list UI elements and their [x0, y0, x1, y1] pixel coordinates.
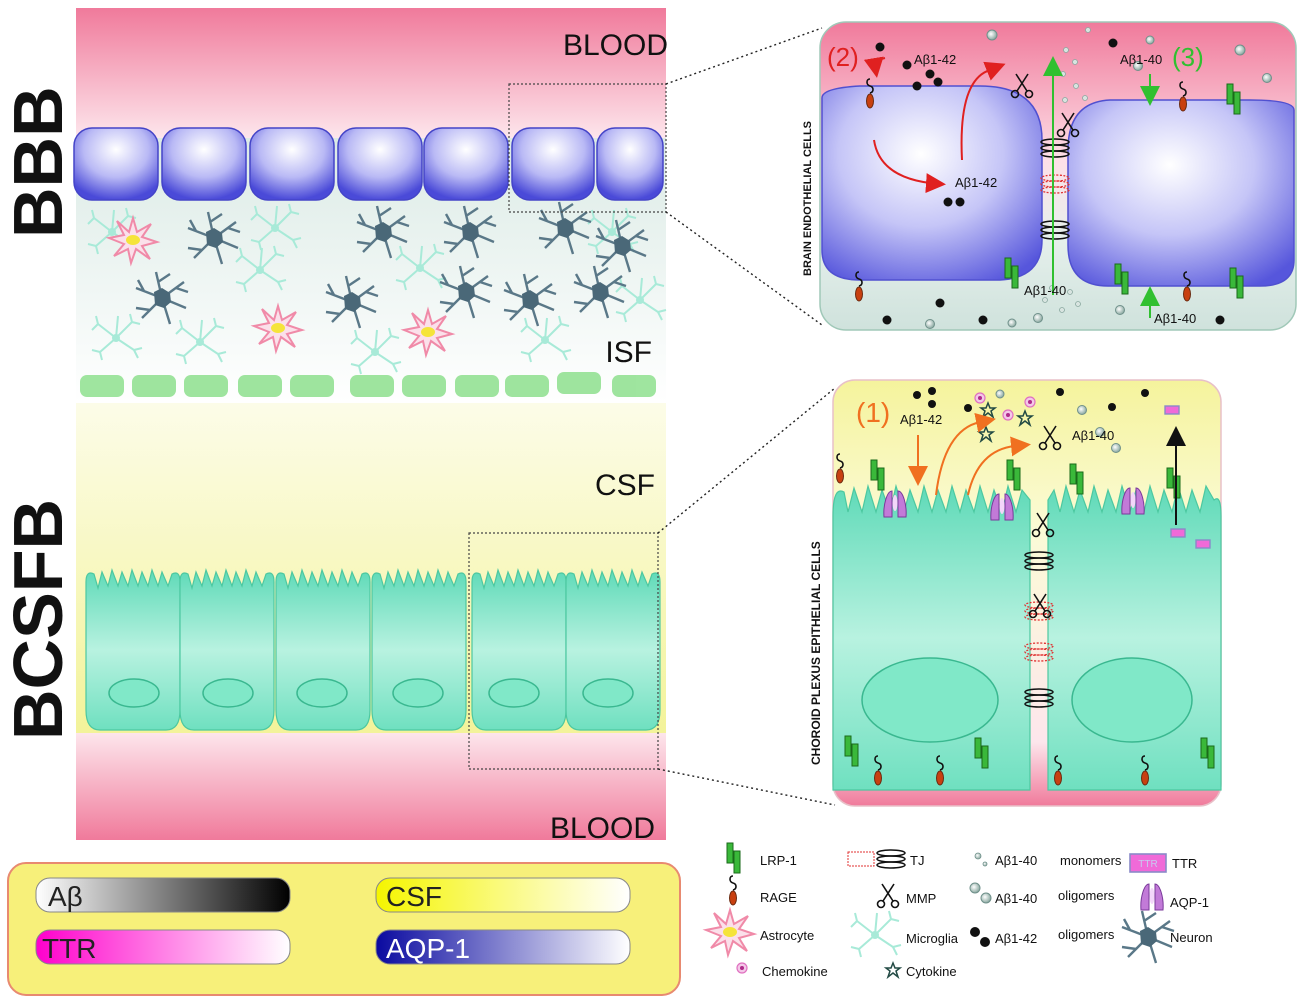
step-3-label: (3) — [1172, 42, 1204, 72]
symbol-legend: LRP-1 RAGE Astrocyte Chemokine TJ MMP Mi… — [705, 842, 1213, 979]
legend-tj-icon — [847, 849, 906, 869]
legend-aqp1-icon — [1140, 883, 1164, 911]
legend-ab40-oligo: Aβ1-40 — [995, 891, 1037, 906]
blood-region-top — [76, 8, 666, 138]
ab40-oligomers-bcsfb — [995, 389, 1121, 453]
ab40-monomers-bbb — [1042, 27, 1091, 313]
legend-ttr-bar — [35, 929, 291, 965]
legend-aqp1-bar — [375, 929, 631, 965]
epithelial-cell-row — [85, 567, 661, 731]
legend-aqp1: AQP-1 — [1170, 895, 1209, 910]
legend-ab42-oligo: Aβ1-42 — [995, 931, 1037, 946]
legend-mmp-icon — [876, 883, 900, 909]
zoom-box-bbb — [508, 83, 667, 213]
legend-neuron-icon — [1120, 909, 1176, 965]
legend-aqp1-text: AQP-1 — [386, 933, 470, 964]
epithelial-cell-left — [832, 483, 1031, 791]
legend-tj: TJ — [910, 853, 924, 868]
endothelial-cell-right — [1067, 99, 1295, 287]
ab42-oligomers-bbb — [875, 38, 1225, 325]
legend-ab-bar — [35, 877, 291, 913]
label-bbb: BBB — [0, 86, 77, 238]
svg-text:TTR: TTR — [1138, 859, 1157, 870]
legend-ab40-oligo-icon — [969, 882, 992, 904]
step-1-label: (1) — [856, 397, 890, 428]
bcsfb-arrows — [908, 412, 1186, 525]
left-column: BLOOD ISF CSF BLOOD BBB BCSFB — [0, 8, 668, 845]
blood-region-bottom — [76, 733, 666, 840]
legend-ab40-oligo-kind: oligomers — [1058, 888, 1115, 903]
legend-rage-icon — [728, 875, 738, 906]
label-bcsfb: BCSFB — [0, 499, 77, 740]
ab40-bottom-right-label: Aβ1-40 — [1154, 311, 1196, 326]
legend-ab-text: Aβ — [48, 881, 83, 912]
label-blood-top: BLOOD — [563, 29, 668, 62]
legend-lrp1-icon — [726, 842, 741, 874]
legend-astrocyte-icon — [705, 909, 755, 956]
nucleus-left — [861, 657, 999, 743]
brain-endothelial-label: BRAIN ENDOTHELIAL CELLS — [802, 121, 814, 276]
basal-pill-row — [80, 372, 656, 397]
ab42-mid-label: Aβ1-42 — [955, 175, 997, 190]
zoom-connectors — [657, 27, 836, 806]
legend-chemokine-icon — [736, 962, 748, 974]
label-blood-bottom: BLOOD — [550, 812, 655, 845]
endothelial-cell-row — [73, 127, 664, 201]
ab40-oligomers-bbb — [925, 29, 1272, 329]
gradient-legend: Aβ CSF TTR AQP-1 — [7, 862, 681, 996]
legend-csf-bar — [375, 877, 631, 913]
epithelial-cell-right — [1047, 483, 1222, 791]
legend-cytokine: Cytokine — [906, 964, 957, 979]
bbb-arrows — [863, 56, 1160, 318]
legend-chemokine: Chemokine — [762, 964, 828, 979]
legend-microglia-icon — [850, 910, 902, 958]
legend-ab40-mono-kind: monomers — [1060, 853, 1122, 868]
legend-rage: RAGE — [760, 890, 797, 905]
legend-ttr: TTR — [1172, 856, 1197, 871]
legend-ab40-mono-icon — [974, 852, 988, 867]
ab42-top-label: Aβ1-42 — [914, 52, 956, 67]
legend-lrp1: LRP-1 — [760, 853, 797, 868]
epithelial-nuclei — [108, 678, 634, 708]
ab42-bcsfb-label: Aβ1-42 — [900, 412, 942, 427]
ab40-bottom-center-label: Aβ1-40 — [1024, 283, 1066, 298]
legend-ab42-oligo-kind: oligomers — [1058, 927, 1115, 942]
legend-csf-text: CSF — [386, 881, 442, 912]
legend-ttr-icon: TTR — [1129, 853, 1167, 873]
legend-neuron: Neuron — [1170, 930, 1213, 945]
zoom-box-bcsfb — [468, 532, 659, 770]
step-2-label: (2) — [827, 42, 859, 72]
legend-ab42-oligo-icon — [970, 927, 990, 947]
legend-ttr-text: TTR — [42, 933, 96, 964]
nucleus-right — [1071, 657, 1193, 743]
legend-ab40-mono: Aβ1-40 — [995, 853, 1037, 868]
ab40-top-label: Aβ1-40 — [1120, 52, 1162, 67]
label-csf: CSF — [595, 469, 655, 502]
label-isf: ISF — [605, 336, 652, 369]
legend-mmp: MMP — [906, 891, 936, 906]
bbb-detail-panel: (2) (3) Aβ1-42 Aβ1-42 Aβ1-40 Aβ1-40 Aβ1-… — [802, 21, 1297, 331]
legend-cytokine-icon — [885, 962, 901, 978]
legend-astrocyte: Astrocyte — [760, 928, 814, 943]
legend-microglia: Microglia — [906, 931, 959, 946]
ab42-oligomers-bcsfb — [913, 387, 1149, 412]
bcsfb-detail-panel: (1) Aβ1-42 Aβ1-40 CHOROID PLEXUS EPITHEL… — [809, 379, 1222, 807]
choroid-plexus-label: CHOROID PLEXUS EPITHELIAL CELLS — [809, 541, 823, 765]
ab40-bcsfb-label: Aβ1-40 — [1072, 428, 1114, 443]
